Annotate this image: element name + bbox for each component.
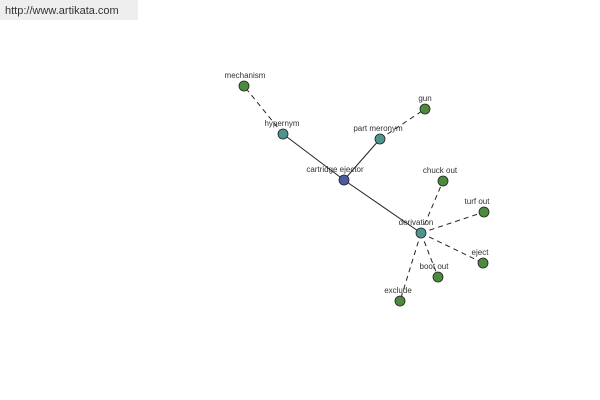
edge-derivation-to-turf-out xyxy=(420,211,485,234)
node-gun[interactable]: gun xyxy=(418,94,432,115)
node-gun-label: gun xyxy=(418,94,431,103)
node-mechanism-dot[interactable] xyxy=(238,80,250,92)
node-derivation-label: derivation xyxy=(399,218,434,227)
edge-derivation-to-eject xyxy=(420,232,484,264)
node-center-dot[interactable] xyxy=(338,174,350,186)
node-hypernym-label: hypernym xyxy=(264,119,299,128)
node-eject-dot[interactable] xyxy=(477,257,489,269)
nodes-layer: cartridge ejector hypernym part meronym der… xyxy=(225,71,491,307)
edge-part-meronym-to-gun xyxy=(379,108,426,140)
node-gun-dot[interactable] xyxy=(419,103,431,115)
node-turf-out-label: turf out xyxy=(465,197,491,206)
node-turf-out-dot[interactable] xyxy=(478,206,490,218)
edges-layer xyxy=(243,85,485,302)
node-mechanism-label: mechanism xyxy=(225,71,266,80)
node-exclude[interactable]: exclude xyxy=(384,286,412,307)
site-url-link[interactable]: http://www.artikata.com xyxy=(0,0,138,20)
node-part-meronym-label: part meronym xyxy=(353,124,403,133)
node-turf-out[interactable]: turf out xyxy=(465,197,491,218)
node-exclude-label: exclude xyxy=(384,286,412,295)
edge-derivation-to-chuck-out xyxy=(420,180,444,234)
node-center-label: cartridge ejector xyxy=(306,165,364,174)
node-part-meronym[interactable]: part meronym xyxy=(353,124,403,145)
edge-center-to-derivation xyxy=(343,179,422,234)
node-boot-out[interactable]: boot out xyxy=(420,262,450,283)
edge-derivation-to-exclude xyxy=(399,232,422,302)
node-chuck-out-dot[interactable] xyxy=(437,175,449,187)
edge-hypernym-to-mechanism xyxy=(243,85,284,135)
node-chuck-out[interactable]: chuck out xyxy=(423,166,458,187)
node-eject-label: eject xyxy=(472,248,490,257)
node-boot-out-dot[interactable] xyxy=(432,271,444,283)
node-derivation[interactable]: derivation xyxy=(399,218,434,239)
node-chuck-out-label: chuck out xyxy=(423,166,458,175)
node-derivation-dot[interactable] xyxy=(415,227,427,239)
node-mechanism[interactable]: mechanism xyxy=(225,71,266,92)
edge-center-to-hypernym xyxy=(282,133,345,181)
node-eject[interactable]: eject xyxy=(472,248,490,269)
node-exclude-dot[interactable] xyxy=(394,295,406,307)
node-hypernym-dot[interactable] xyxy=(277,128,289,140)
node-part-meronym-dot[interactable] xyxy=(374,133,386,145)
node-center[interactable]: cartridge ejector xyxy=(306,165,364,186)
node-boot-out-label: boot out xyxy=(420,262,450,271)
node-hypernym[interactable]: hypernym xyxy=(264,119,300,140)
edge-center-to-part-meronym xyxy=(343,138,381,181)
edge-derivation-to-boot-out xyxy=(420,232,439,278)
